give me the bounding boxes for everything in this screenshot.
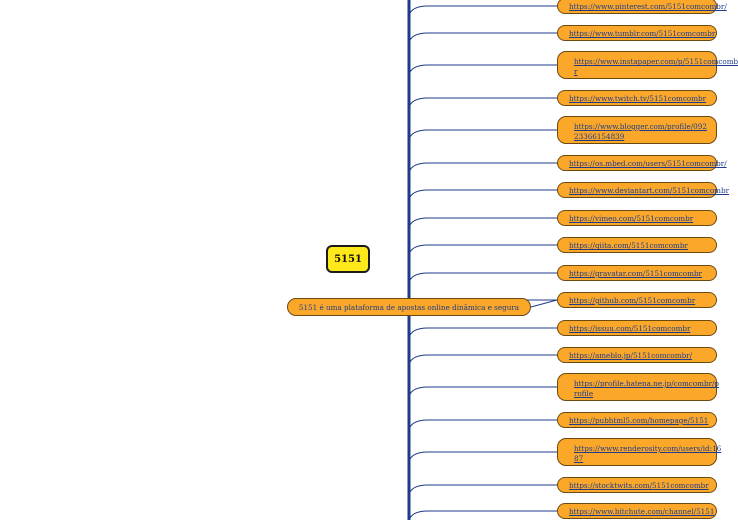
link-node[interactable]: https://www.bitchute.com/channel/5151: [557, 503, 717, 519]
connector-line: [408, 386, 557, 398]
link-text[interactable]: https://www.deviantart.com/5151comcombr: [569, 186, 730, 195]
link-text[interactable]: https://www.tumblr.com/5151comcombr: [569, 29, 716, 38]
link-text[interactable]: https://www.pinterest.com/5151comcombr/: [569, 2, 727, 11]
connector-line: [408, 244, 557, 256]
connector-line: [408, 451, 557, 463]
link-text[interactable]: https://issuu.com/5151comcombr: [569, 324, 691, 333]
link-node[interactable]: https://stocktwits.com/5151comcombr: [557, 477, 717, 493]
link-text[interactable]: https://os.mbed.com/users/5151comcombr/: [569, 159, 727, 168]
connector-line: [408, 5, 557, 17]
link-text-continued[interactable]: r: [574, 66, 578, 76]
connector-line: [408, 32, 557, 44]
link-node[interactable]: https://gravatar.com/5151comcombr: [557, 265, 717, 281]
link-text[interactable]: https://qiita.com/5151comcombr: [569, 241, 688, 250]
connector-line: [408, 510, 557, 520]
link-text[interactable]: https://github.com/5151comcombr: [569, 296, 696, 305]
link-text[interactable]: https://www.blogger.com/profile/092: [574, 122, 707, 131]
link-text[interactable]: https://vimeo.com/5151comcombr: [569, 214, 694, 223]
link-text-continued[interactable]: 87: [574, 453, 584, 463]
connector-line: [408, 272, 557, 284]
connector-line: [408, 354, 557, 366]
branch-node[interactable]: 5151 é uma plataforma de apostas online …: [287, 298, 531, 316]
link-text-continued[interactable]: rofile: [574, 388, 594, 398]
link-node[interactable]: https://qiita.com/5151comcombr: [557, 237, 717, 253]
connector-line: [408, 64, 557, 76]
link-text[interactable]: https://www.instapaper.com/p/5151comcomb: [574, 57, 738, 66]
connector-line: [408, 129, 557, 141]
link-text[interactable]: https://gravatar.com/5151comcombr: [569, 269, 702, 278]
link-node[interactable]: https://www.deviantart.com/5151comcombr: [557, 182, 730, 198]
link-node[interactable]: https://pubhtml5.com/homepage/5151: [557, 412, 717, 428]
link-node[interactable]: https://vimeo.com/5151comcombr: [557, 210, 717, 226]
link-node[interactable]: https://github.com/5151comcombr: [557, 292, 717, 308]
link-node[interactable]: https://issuu.com/5151comcombr: [557, 320, 717, 336]
link-text[interactable]: https://stocktwits.com/5151comcombr: [569, 481, 709, 490]
link-text[interactable]: https://www.bitchute.com/channel/5151: [569, 507, 715, 516]
link-node[interactable]: https://os.mbed.com/users/5151comcombr/: [557, 155, 727, 171]
link-text[interactable]: https://www.twitch.tv/5151comcombr: [569, 94, 707, 103]
connector-line: [408, 327, 557, 339]
link-text[interactable]: https://ameblo.jp/5151comcombr/: [569, 351, 693, 360]
branch-connector: [530, 299, 558, 308]
link-node[interactable]: https://www.tumblr.com/5151comcombr: [557, 25, 717, 41]
connector-line: [408, 217, 557, 229]
connector-line: [408, 419, 557, 431]
link-text[interactable]: https://pubhtml5.com/homepage/5151: [569, 416, 709, 425]
link-node[interactable]: https://www.instapaper.com/p/5151comcomb…: [557, 51, 738, 79]
connector-line: [408, 484, 557, 496]
link-text[interactable]: https://profile.hatena.ne.jp/comcombr/p: [574, 379, 720, 388]
connector-line: [408, 97, 557, 109]
root-node[interactable]: 5151: [326, 245, 370, 273]
link-text-continued[interactable]: 23366154839: [574, 131, 625, 141]
link-node[interactable]: https://www.twitch.tv/5151comcombr: [557, 90, 717, 106]
link-node[interactable]: https://ameblo.jp/5151comcombr/: [557, 347, 717, 363]
link-node[interactable]: https://www.pinterest.com/5151comcombr/: [557, 0, 727, 14]
connector-line: [408, 189, 557, 201]
link-text[interactable]: https://www.renderosity.com/users/id:16: [574, 444, 722, 453]
connector-line: [408, 162, 557, 174]
